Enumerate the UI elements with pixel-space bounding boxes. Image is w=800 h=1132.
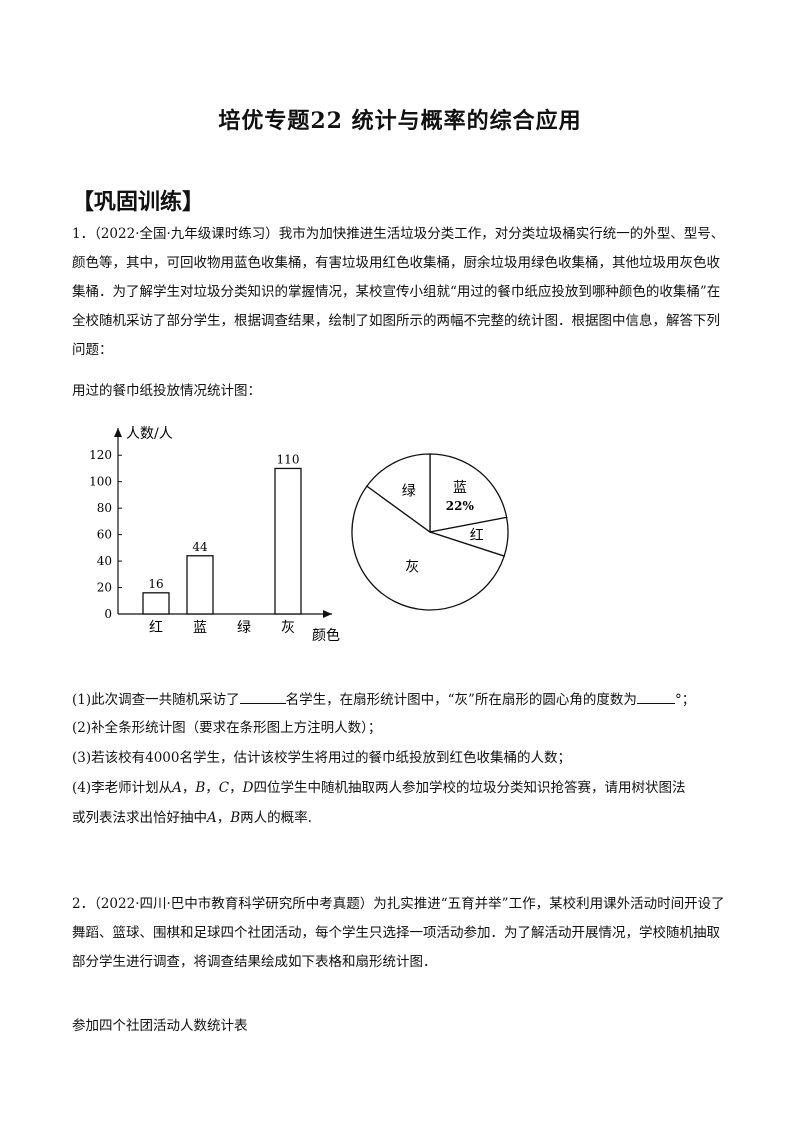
y-tick-label: 60 xyxy=(97,528,112,542)
part-1-text-b: 名学生，在扇形统计图中，“灰”所在扇形的圆心角的度数为 xyxy=(285,692,637,708)
x-category-label: 绿 xyxy=(237,620,251,636)
bar-value-label: 16 xyxy=(148,577,163,591)
bar-chart-xlabel: 颜色 xyxy=(312,627,340,644)
answer-blank-angle xyxy=(636,690,675,704)
pie-slice-label: 红 xyxy=(470,528,484,544)
pie-slice-label: 绿 xyxy=(402,483,416,499)
chart-caption: 用过的餐巾纸投放情况统计图： xyxy=(72,383,261,399)
question-1-part-2: (2)补全条形统计图（要求在条形图上方注明人数）； xyxy=(72,720,382,736)
letter-a: A xyxy=(172,780,182,796)
separator: ， xyxy=(205,780,219,796)
part-1-text-c: °； xyxy=(674,692,696,708)
question-1-intro: 1．（2022·全国·九年级课时练习）我市为加快推进生活垃圾分类工作，对分类垃圾… xyxy=(72,226,725,358)
pie-slice-label: 蓝 xyxy=(453,480,467,496)
question-1-part-4-cont: 或列表法求出恰好抽中A，B两人的概率. xyxy=(72,808,752,828)
separator: ， xyxy=(216,810,231,826)
bar-value-label: 44 xyxy=(192,540,208,554)
bar-chart: 0 20 40 60 80 100 120 16 红 44 蓝 绿 110 灰 人数/人 颜色 xyxy=(89,426,340,644)
letter-b: B xyxy=(195,780,206,796)
y-tick-label: 80 xyxy=(97,501,112,515)
question-2-intro: 2．（2022·四川·巴中市教育科学研究所中考真题）为扎实推进“五育并举”工作，… xyxy=(72,896,725,970)
bar-chart-ylabel: 人数/人 xyxy=(126,426,173,442)
x-category-label: 红 xyxy=(149,620,163,636)
bar-value-label: 110 xyxy=(277,452,300,466)
y-tick-label: 20 xyxy=(97,581,112,595)
table-caption: 参加四个社团活动人数统计表 xyxy=(72,1018,248,1034)
pie-slice-灰 xyxy=(351,485,505,611)
pie-chart-slices: 蓝 22% 红灰 绿 xyxy=(351,453,509,611)
part-1-text-a: (1)此次调查一共随机采访了 xyxy=(72,692,240,708)
bar-红 xyxy=(142,592,170,615)
question-1-part-4: (4)李老师计划从A，B，C，D四位学生中随机抽取两人参加学校的垃圾分类知识抢答… xyxy=(72,778,752,798)
x-category-label: 灰 xyxy=(281,620,295,636)
question-1-part-1: (1)此次调查一共随机采访了 名学生，在扇形统计图中，“灰”所在扇形的圆心角的度数… xyxy=(72,690,752,710)
bar-chart-bars: 16 红 44 蓝 绿 110 灰 xyxy=(142,452,302,636)
pie-chart: 蓝 22% 红灰 绿 xyxy=(351,453,509,611)
x-category-label: 蓝 xyxy=(193,620,207,636)
letter-d: D xyxy=(242,780,254,796)
part-4-text-d: 两人的概率. xyxy=(240,810,312,826)
separator: ， xyxy=(181,780,196,796)
pie-slice-label: 灰 xyxy=(405,560,419,576)
y-tick-label: 120 xyxy=(89,448,112,462)
section-heading: 【巩固训练】 xyxy=(72,189,205,215)
letter-b: B xyxy=(230,810,241,826)
y-tick-label: 40 xyxy=(97,554,112,568)
part-4-text-b: 四位学生中随机抽取两人参加学校的垃圾分类知识抢答赛，请用树状图法 xyxy=(253,780,686,796)
x-axis-arrow xyxy=(323,610,332,618)
y-axis-arrow xyxy=(114,428,122,437)
pie-slice-绿 xyxy=(365,453,431,534)
separator: ， xyxy=(229,780,243,796)
pie-slice-percent: 22% xyxy=(446,499,475,513)
answer-blank-students xyxy=(239,690,286,704)
letter-c: C xyxy=(218,780,230,796)
y-tick-label: 0 xyxy=(104,607,112,621)
y-tick-label: 100 xyxy=(89,475,112,489)
pie-slice-蓝 xyxy=(429,453,508,533)
bar-灰 xyxy=(274,467,302,615)
part-4-text-a: (4)李老师计划从 xyxy=(72,780,173,796)
question-1-part-3: (3)若该校有4000名学生，估计该校学生将用过的餐巾纸投放到红色收集桶的人数； xyxy=(72,750,571,766)
page-title: 培优专题22 统计与概率的综合应用 xyxy=(218,108,582,134)
part-4-text-c: 或列表法求出恰好抽中 xyxy=(72,810,207,826)
letter-a: A xyxy=(207,810,217,826)
bar-蓝 xyxy=(186,555,214,615)
